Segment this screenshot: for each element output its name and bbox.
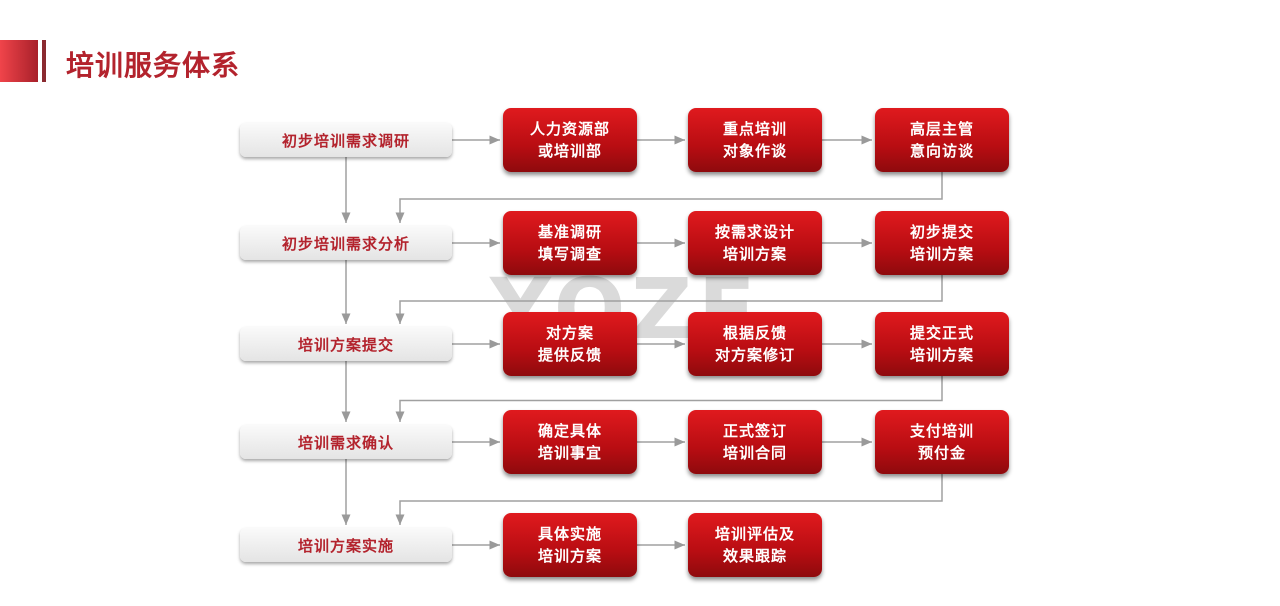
step-text: 按需求设计 xyxy=(714,223,795,241)
step-box: 确定具体培训事宜 xyxy=(503,410,637,474)
step-text: 对象作谈 xyxy=(722,142,787,160)
stage-box: 初步培训需求分析 xyxy=(240,226,452,260)
step-box: 按需求设计培训方案 xyxy=(688,211,822,275)
step-text: 培训方案 xyxy=(909,245,974,263)
step-text: 培训方案 xyxy=(537,547,602,565)
step-box: 初步提交培训方案 xyxy=(875,211,1009,275)
step-text: 培训事宜 xyxy=(537,444,602,462)
step-text: 意向访谈 xyxy=(909,142,974,160)
step-text: 正式签订 xyxy=(722,422,787,440)
step-box: 重点培训对象作谈 xyxy=(688,108,822,172)
step-box: 根据反馈对方案修订 xyxy=(688,312,822,376)
step-text: 具体实施 xyxy=(537,525,602,543)
step-text: 填写调查 xyxy=(537,245,602,263)
step-text: 人力资源部 xyxy=(529,120,610,138)
arrow-connector xyxy=(395,172,943,223)
arrow-connector xyxy=(395,275,943,324)
step-box: 对方案提供反馈 xyxy=(503,312,637,376)
step-box: 人力资源部或培训部 xyxy=(503,108,637,172)
step-box: 基准调研填写调查 xyxy=(503,211,637,275)
step-text: 预付金 xyxy=(917,444,966,462)
step-text: 效果跟踪 xyxy=(722,547,787,565)
step-box: 正式签订培训合同 xyxy=(688,410,822,474)
stage-box: 初步培训需求调研 xyxy=(240,123,452,157)
step-text: 培训合同 xyxy=(722,444,787,462)
step-text: 根据反馈 xyxy=(722,324,787,342)
header-divider xyxy=(42,40,46,82)
step-text: 培训评估及 xyxy=(714,525,795,543)
stage-box: 培训方案实施 xyxy=(240,528,452,562)
step-box: 提交正式培训方案 xyxy=(875,312,1009,376)
step-text: 确定具体 xyxy=(537,422,602,440)
step-box: 高层主管意向访谈 xyxy=(875,108,1009,172)
step-text: 高层主管 xyxy=(909,120,974,138)
step-text: 重点培训 xyxy=(722,120,787,138)
step-box: 具体实施培训方案 xyxy=(503,513,637,577)
step-text: 培训方案 xyxy=(722,245,787,263)
step-text: 提交正式 xyxy=(909,324,974,342)
step-box: 支付培训预付金 xyxy=(875,410,1009,474)
step-text: 支付培训 xyxy=(909,422,974,440)
header-accent-bar xyxy=(0,40,38,82)
stage-box: 培训方案提交 xyxy=(240,327,452,361)
step-text: 初步提交 xyxy=(909,223,974,241)
arrow-connector xyxy=(395,474,943,525)
step-box: 培训评估及效果跟踪 xyxy=(688,513,822,577)
step-text: 基准调研 xyxy=(537,223,602,241)
page-title: 培训服务体系 xyxy=(66,49,241,82)
step-text: 提供反馈 xyxy=(537,346,602,364)
stage-box: 培训需求确认 xyxy=(240,425,452,459)
step-text: 对方案修订 xyxy=(714,346,795,364)
step-text: 对方案 xyxy=(545,324,594,342)
arrow-connector xyxy=(395,376,943,422)
step-text: 培训方案 xyxy=(909,346,974,364)
step-text: 或培训部 xyxy=(537,142,602,160)
